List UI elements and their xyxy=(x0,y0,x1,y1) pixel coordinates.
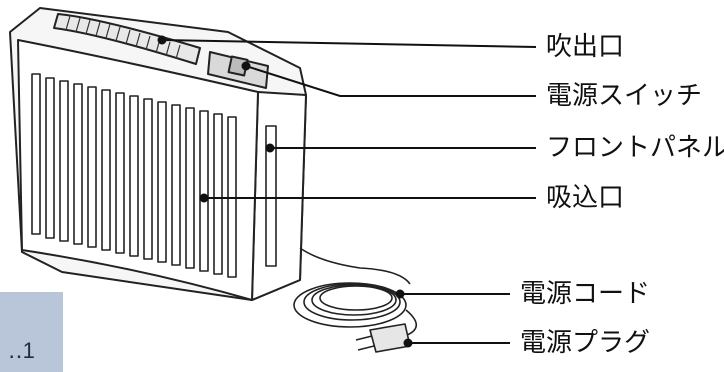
leader-front-panel xyxy=(265,143,536,153)
power-cord-coil xyxy=(293,247,417,339)
leader-inlet xyxy=(199,193,536,203)
label-power-switch: 電源スイッチ xyxy=(546,81,703,111)
inlet-grille xyxy=(31,73,237,278)
power-plug xyxy=(355,323,411,353)
label-inlet: 吸込口 xyxy=(546,183,625,213)
label-outlet: 吹出口 xyxy=(546,32,625,62)
label-front-panel: フロントパネル xyxy=(546,133,724,163)
label-power-cord: 電源コード xyxy=(520,279,651,309)
leader-power-cord xyxy=(395,289,510,299)
outlet-ribs xyxy=(65,15,181,60)
page-number: ‥1 xyxy=(8,338,35,363)
air-purifier-illustration xyxy=(9,7,417,353)
label-power-plug: 電源プラグ xyxy=(520,328,651,358)
leader-power-plug xyxy=(403,338,510,348)
page-number-tab: ‥1 xyxy=(0,292,63,372)
leader-power-switch xyxy=(241,61,536,97)
leader-outlet xyxy=(157,35,537,48)
leader-lines xyxy=(157,35,537,348)
